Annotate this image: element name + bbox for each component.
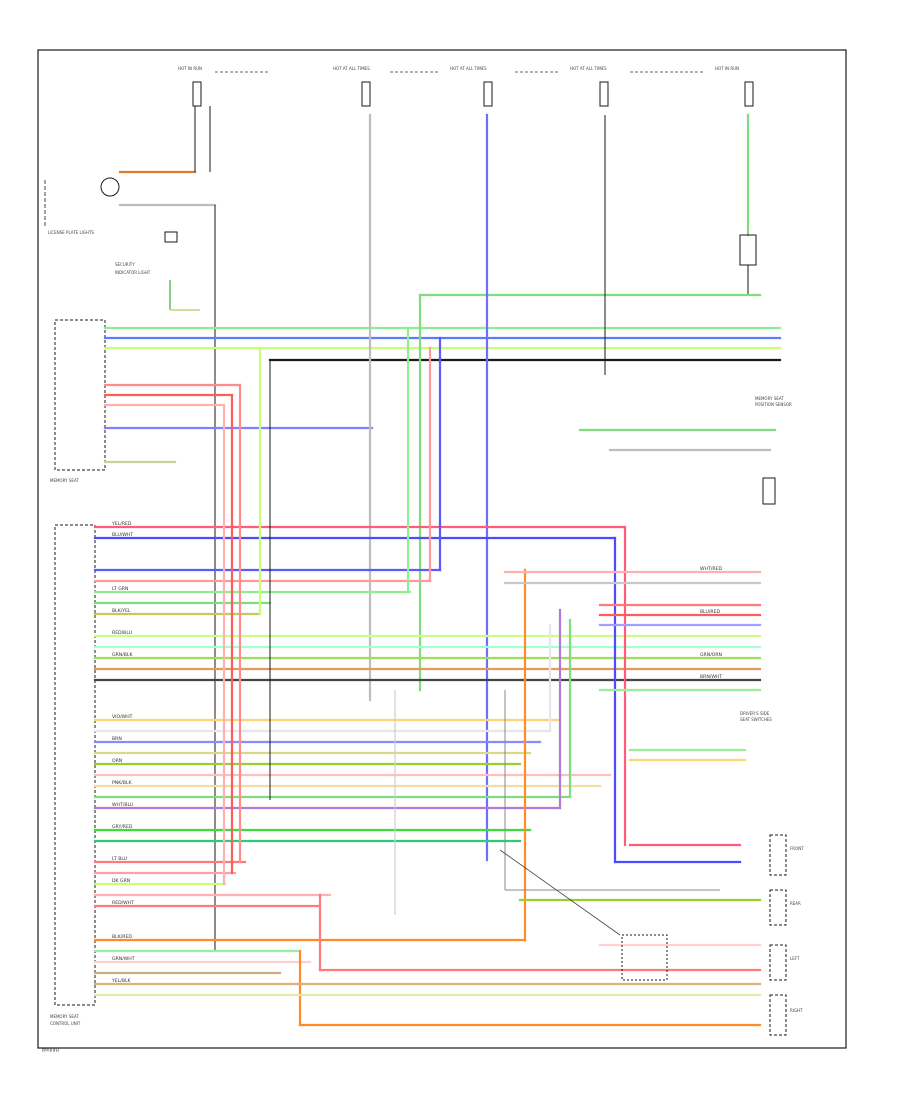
wire-code-8: ORN xyxy=(112,758,122,764)
wire-code-9: PNK/BLK xyxy=(112,780,132,786)
wire-code-19: BLU/RED xyxy=(700,609,720,615)
security-label: SECURITY xyxy=(115,262,135,267)
right-label-position-sensor: POSITION SENSOR xyxy=(755,402,792,407)
control-unit-box: MEMORY SEAT CONTROL UNIT xyxy=(50,524,96,1026)
top-label-1: HOT IN RUN xyxy=(178,66,202,71)
top-power-labels: HOT IN RUN HOT AT ALL TIMES HOT AT ALL T… xyxy=(178,66,739,71)
wire-code-5: GRN/BLK xyxy=(112,652,133,658)
wire-code-7: BRN xyxy=(112,736,122,742)
seat-switch-blocks: FRONT REAR LEFT RIGHT DRIVER'S SIDE SEAT… xyxy=(740,711,804,1036)
wire-code-21: BRN/WHT xyxy=(700,674,722,680)
position-sensor-label: MEMORY SEAT POSITION SENSOR xyxy=(755,396,792,407)
wire-code-20: GRN/ORN xyxy=(700,652,722,658)
wire-code-6: VIO/WHT xyxy=(112,714,133,720)
right-label-front: FRONT xyxy=(790,846,804,851)
wire-code-17: YEL/BLK xyxy=(111,978,132,984)
top-label-4: HOT AT ALL TIMES xyxy=(570,66,607,71)
control-unit-label-2: CONTROL UNIT xyxy=(50,1021,81,1026)
memory-seat-label: MEMORY SEAT xyxy=(50,478,79,483)
top-fuses xyxy=(192,81,754,107)
wire-code-16: GRN/WHT xyxy=(112,956,135,962)
wire-code-18: WHT/RED xyxy=(700,566,722,572)
memory-seat-switch-box: MEMORY SEAT xyxy=(50,319,106,483)
right-label-rear: REAR xyxy=(790,901,801,906)
right-label-memory-seat: MEMORY SEAT xyxy=(755,396,784,401)
wire-code-14: RED/WHT xyxy=(112,900,134,906)
diagram-frame xyxy=(37,49,847,1049)
wire-code-12: LT BLU xyxy=(112,856,127,862)
footer-code: PPY##H xyxy=(42,1048,59,1053)
wire-code-labels: YEL/RED BLU/WHT LT GRN BLK/YEL RED/BLU G… xyxy=(111,521,722,984)
wire-code-2: LT GRN xyxy=(112,586,128,592)
wire-code-4: RED/BLU xyxy=(112,630,132,636)
right-label-right: RIGHT xyxy=(790,1008,803,1013)
right-label-drivers-side: DRIVER'S SIDE xyxy=(740,711,770,716)
wire-code-1: BLU/WHT xyxy=(112,532,133,538)
right-label-seat-switches: SEAT SWITCHES xyxy=(740,717,772,722)
wire-code-3: BLK/YEL xyxy=(112,608,131,614)
indicator-label: INDICATOR LIGHT xyxy=(115,270,151,275)
control-unit-label-1: MEMORY SEAT xyxy=(50,1014,79,1019)
right-label-left: LEFT xyxy=(790,956,800,961)
wire-code-10: WHT/BLU xyxy=(112,802,133,808)
wire-code-11: GRY/RED xyxy=(112,824,133,830)
top-label-2: HOT AT ALL TIMES xyxy=(333,66,370,71)
license-plate-label: LICENSE PLATE LIGHTS xyxy=(48,230,94,235)
security-indicator: SECURITY INDICATOR LIGHT xyxy=(115,231,178,275)
wire-code-13: DK GRN xyxy=(112,878,130,884)
top-label-3: HOT AT ALL TIMES xyxy=(450,66,487,71)
wire-code-0: YEL/RED xyxy=(111,521,132,527)
top-label-5: HOT IN RUN xyxy=(715,66,739,71)
wire-code-15: BLK/RED xyxy=(112,934,132,940)
license-plate-light: LICENSE PLATE LIGHTS xyxy=(44,177,120,235)
